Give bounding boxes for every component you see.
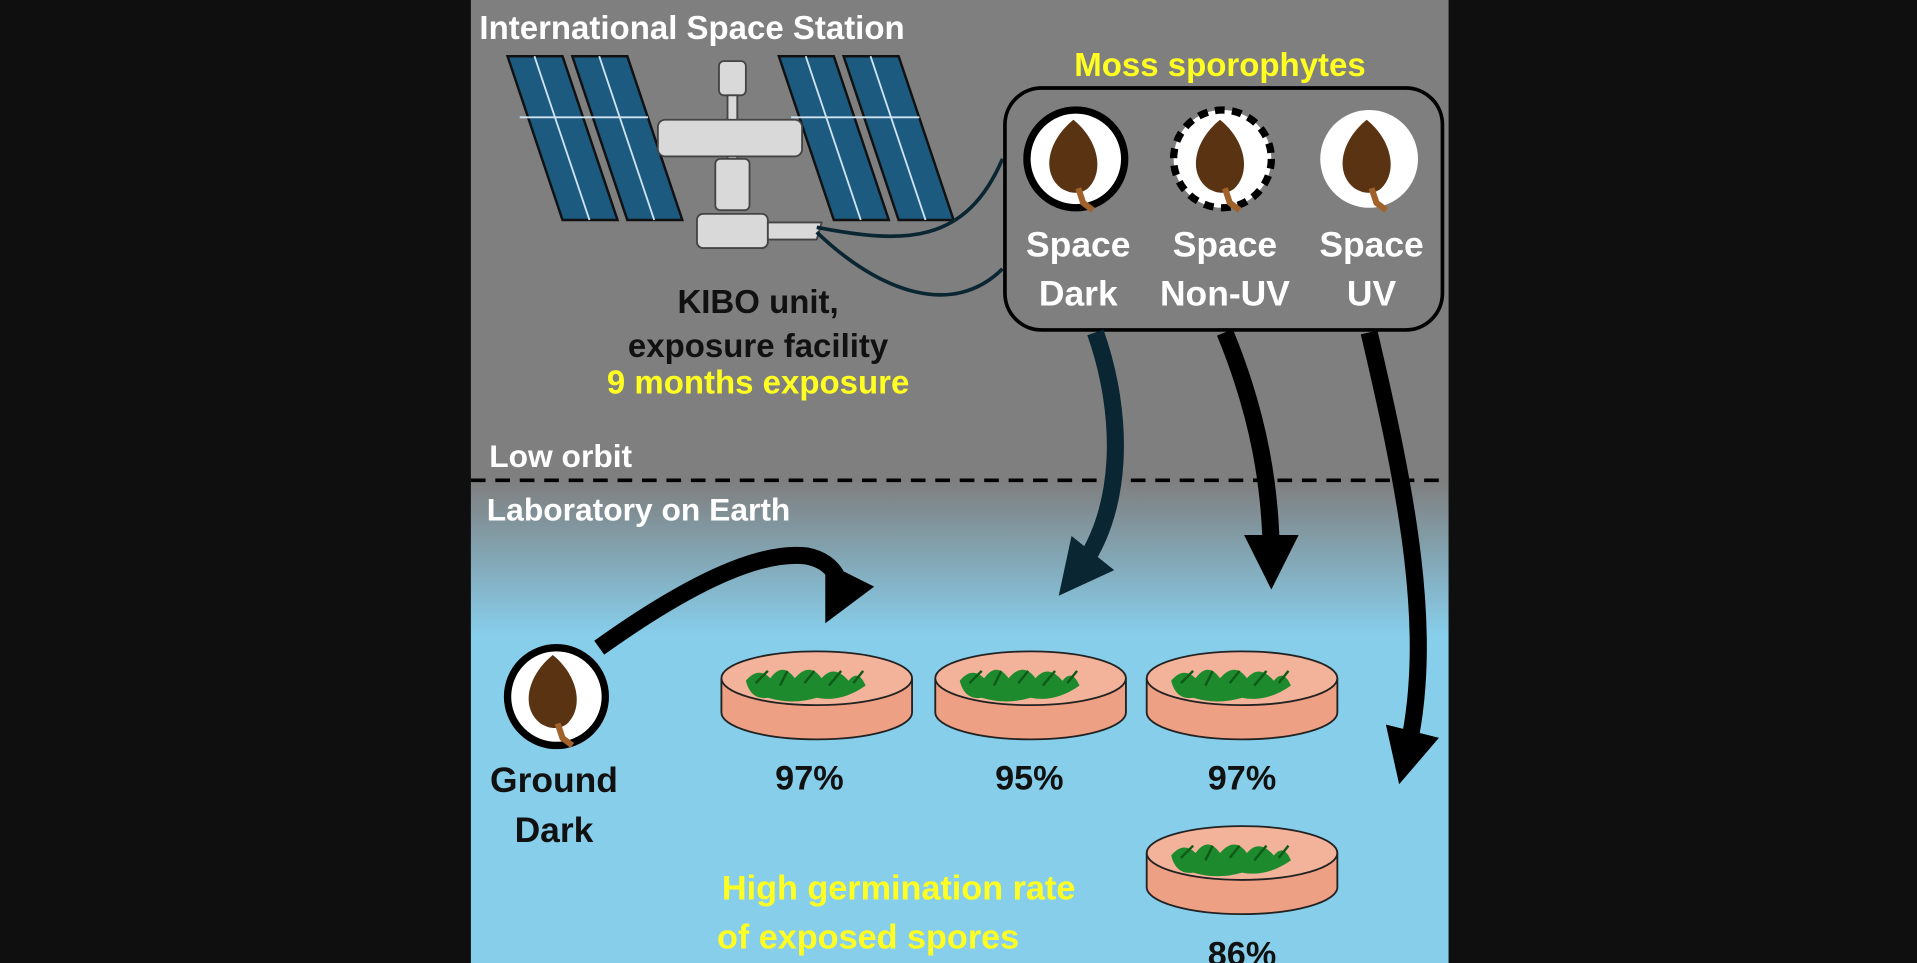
iss-title: International Space Station [479,9,904,46]
sample-label-line1: Space [1319,225,1423,265]
petri-dish-space-non-uv [1145,650,1339,741]
germination-rate: 97% [1208,759,1276,797]
samples-box [1003,86,1445,332]
sample-label-line2: UV [1347,274,1397,314]
laboratory-label: Laboratory on Earth [487,492,791,528]
sample-label-line1: Space [1173,225,1277,265]
samples-title: Moss sporophytes [1074,46,1365,83]
germination-rate: 95% [995,759,1063,797]
petri-dish-space-dark [934,650,1128,741]
sample-space-non-uv [1169,106,1276,210]
conclusion-line1: High germination rate [722,869,1075,907]
germination-rate: 86% [1208,935,1276,963]
sample-label-line2: Non-UV [1160,274,1290,314]
ground-label-line2: Dark [515,810,594,850]
germination-rate: 97% [775,759,843,797]
conclusion-line2: of exposed spores [717,918,1019,956]
exposure-duration-label: 9 months exposure [607,364,909,401]
iss-illustration [505,54,1005,297]
kibo-unit-label: KIBO unit, [677,283,838,320]
sample-label-line2: Dark [1039,274,1118,314]
exposure-facility-label: exposure facility [628,327,889,364]
petri-dish-ground-dark [720,650,914,741]
low-orbit-label: Low orbit [489,438,632,474]
petri-dish-space-uv [1145,824,1339,916]
sample-space-dark [1023,106,1129,210]
sample-label-line1: Space [1026,225,1130,265]
ground-label-line1: Ground [490,760,618,800]
sample-ground-dark [503,644,609,750]
sample-space-uv [1320,109,1419,210]
transfer-arrows [594,329,1439,785]
